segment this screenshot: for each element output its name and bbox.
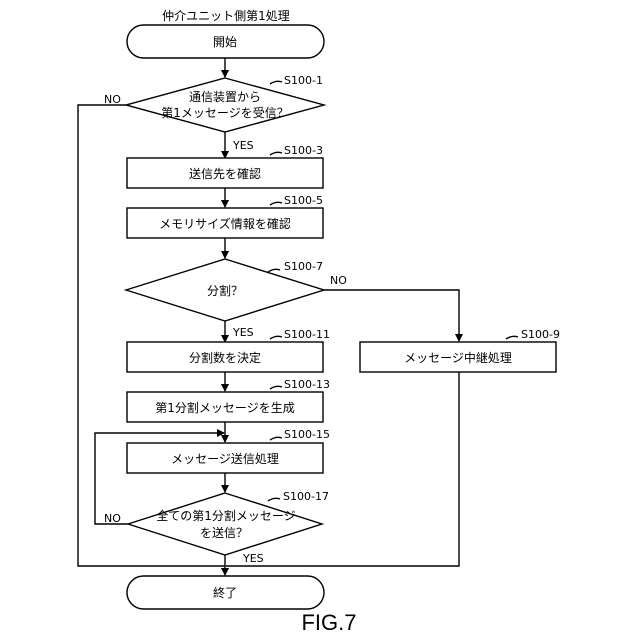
branch-yes-d17: YES [242,552,264,565]
end-label: 終了 [213,585,237,600]
process-s3-text: 送信先を確認 [189,166,261,181]
step-leader [268,269,280,272]
start-label: 開始 [213,35,237,49]
start-terminal: 開始 [127,25,324,58]
process-s9-text: メッセージ中継処理 [404,350,512,365]
branch-no-d17: NO [104,512,121,525]
branch-no-d7: NO [330,274,347,287]
step-label-s100-15: S100-15 [284,428,330,441]
step-label-s100-7: S100-7 [284,260,323,273]
step-leader [270,81,282,84]
branch-yes-d7: YES [232,326,254,339]
step-label-s100-11: S100-11 [284,328,330,341]
process-check-memory-size: メモリサイズ情報を確認 [127,208,323,238]
step-label-s100-3: S100-3 [284,144,323,157]
end-terminal: 終了 [127,576,324,609]
branch-yes-d1: YES [232,139,254,152]
decision-d7-text: 分割？ [207,283,243,298]
process-decide-split-count: 分割数を決定 [127,342,323,372]
step-leader [270,386,282,389]
figure-label: FIG.7 [301,610,356,635]
step-leader [506,336,518,339]
step-label-s100-1: S100-1 [284,74,323,87]
process-s11-text: 分割数を決定 [189,350,261,365]
step-leader [270,152,282,155]
diagram-title: 仲介ユニット側第1処理 [162,9,290,23]
decision-d1-line1: 通信装置から [189,90,261,104]
process-s13-text: 第1分割メッセージを生成 [155,400,294,415]
step-leader [270,437,282,440]
step-leader [270,336,282,339]
flow-arrow-no-split [324,290,459,341]
decision-d17-line2: を送信？ [200,525,248,540]
step-leader [270,202,282,205]
step-label-s100-9: S100-9 [521,328,560,341]
process-check-destination: 送信先を確認 [127,158,323,188]
process-generate-first-split-message: 第1分割メッセージを生成 [127,392,323,422]
process-s15-text: メッセージ送信処理 [171,451,279,466]
step-label-s100-17: S100-17 [283,490,329,503]
decision-d1-line2: 第1メッセージを受信？ [161,106,288,120]
step-label-s100-13: S100-13 [284,378,330,391]
branch-no-d1: NO [104,93,121,106]
process-send-message: メッセージ送信処理 [127,443,323,473]
process-relay-message: メッセージ中継処理 [360,342,556,372]
step-label-s100-5: S100-5 [284,194,323,207]
step-leader [268,498,280,501]
process-s5-text: メモリサイズ情報を確認 [159,216,291,231]
decision-d17-line1: 全ての第1分割メッセージ [156,508,295,523]
